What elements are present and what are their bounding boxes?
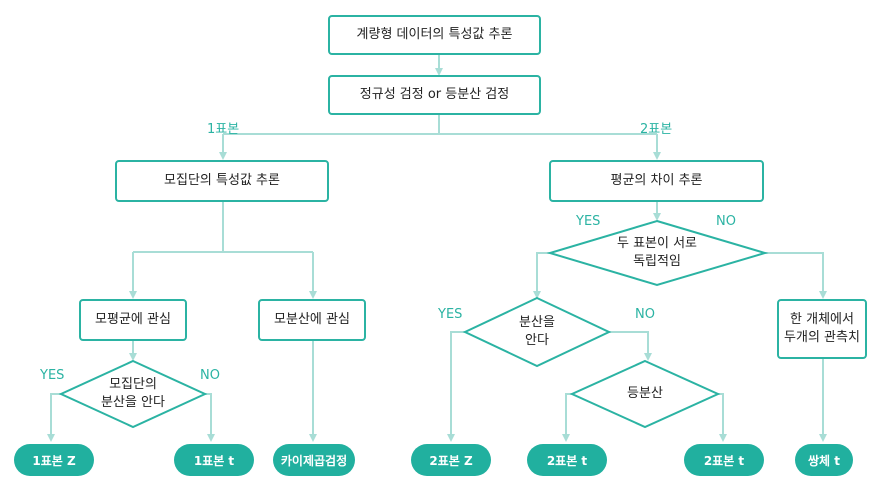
edge-no-equal-var: [609, 331, 652, 361]
result-paired-t: 쌍체 t: [795, 444, 853, 476]
result-t2b: 2표본 t: [684, 444, 764, 476]
result-chi: 카이제곱검정: [273, 444, 355, 476]
text-know-var-2: 분산을 안다: [519, 315, 555, 348]
result-z2: 2표본 Z: [411, 444, 491, 476]
label-yes-3: YES: [438, 307, 463, 322]
label-no-3: NO: [635, 307, 655, 322]
edge-yes-z1: [47, 393, 61, 442]
node-paired: 한 개체에서 두개의 관측치: [777, 299, 867, 359]
edge-eq-t2a: [562, 393, 572, 442]
node-root: 계량형 데이터의 특성값 추론: [328, 15, 541, 55]
result-t2a: 2표본 t: [527, 444, 607, 476]
node-pop-var: 모분산에 관심: [258, 299, 366, 341]
diamond-independent: [546, 219, 769, 287]
label-yes-2: YES: [576, 214, 601, 229]
diamond-know-var-2: [462, 296, 612, 368]
result-t1: 1표본 t: [174, 444, 254, 476]
diamond-equal-var: [569, 359, 721, 429]
label-one-sample: 1표본: [207, 122, 240, 137]
edge-yes-know-var-2: [533, 252, 550, 299]
label-two-sample: 2표본: [640, 122, 673, 137]
text-independent: 두 표본이 서로 독립적임: [616, 236, 698, 269]
node-one-sample: 모집단의 특성값 추론: [115, 160, 329, 202]
node-normality: 정규성 검정 or 등분산 검정: [328, 75, 541, 115]
edge-yes-z2: [447, 331, 465, 442]
text-equal-var: 등분산: [627, 386, 663, 402]
diamond-know-var-1: [58, 359, 208, 429]
edge-eq-t2b: [718, 393, 727, 442]
node-pop-mean: 모평균에 관심: [79, 299, 187, 341]
result-z1: 1표본 Z: [14, 444, 94, 476]
label-no-2: NO: [716, 214, 736, 229]
text-know-var-1: 모집단의 분산을 안다: [101, 377, 165, 410]
edge-no-t1: [205, 393, 215, 442]
label-yes-1: YES: [40, 368, 65, 383]
edge-no-paired: [765, 252, 827, 299]
node-two-sample: 평균의 차이 추론: [549, 160, 764, 202]
label-no-1: NO: [200, 368, 220, 383]
